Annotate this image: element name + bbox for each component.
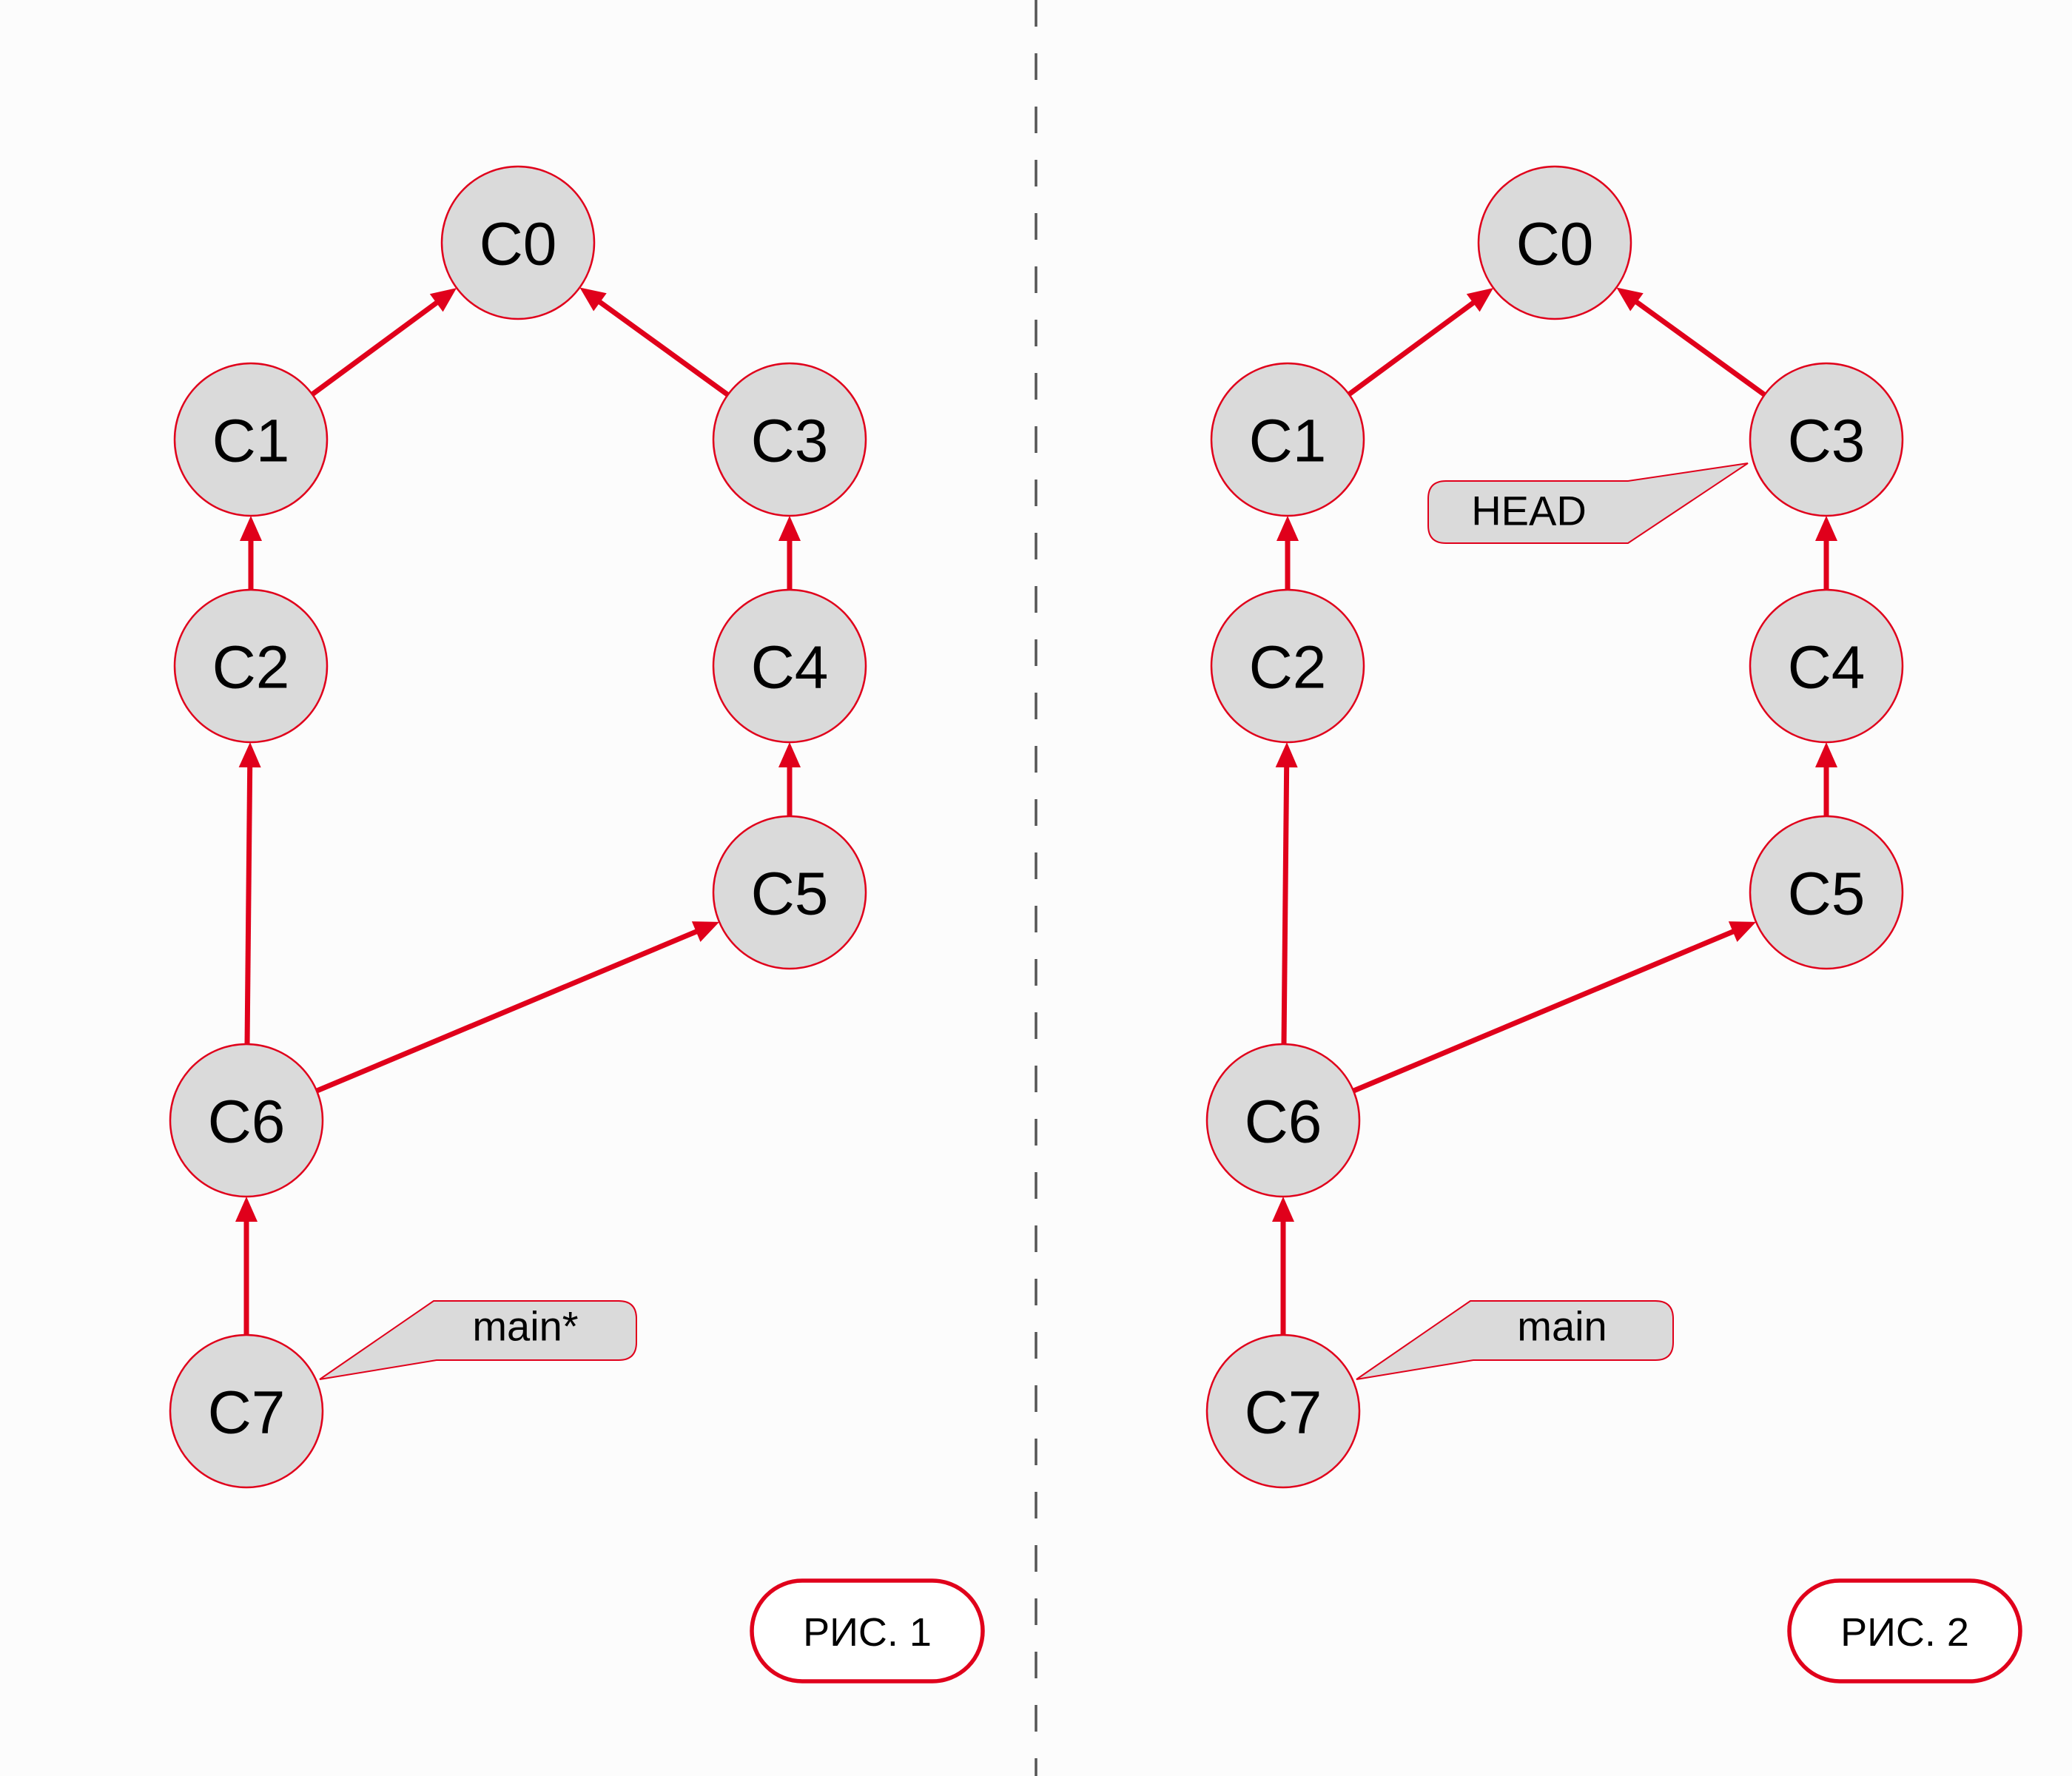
commit-label: C3 [751, 408, 829, 475]
commit-label: C0 [480, 211, 557, 278]
commit-circle [1210, 588, 1365, 744]
ref-tag-main: main* [319, 1300, 637, 1380]
commit-label: C2 [1249, 634, 1327, 702]
ref-tag-head: HEAD [1427, 462, 1749, 544]
caption-label: РИС. 2 [1840, 1610, 1969, 1655]
commit-node-c0: C0 [440, 165, 596, 320]
commit-node-c0: C0 [1477, 165, 1632, 320]
edge-c4-to-c3-arrowhead [1815, 516, 1837, 541]
commit-circle [1477, 165, 1632, 320]
commit-circle [712, 588, 867, 744]
commit-circle [712, 362, 867, 517]
commit-node-c3: C3 [712, 362, 867, 517]
edge-c4-to-c3-arrowhead [778, 516, 801, 541]
edge-c2-to-c1-arrowhead [1276, 516, 1299, 541]
edge-c1-to-c0-line [1347, 299, 1478, 397]
edge-c6-to-c5-line [315, 928, 700, 1094]
commit-label: C5 [1788, 861, 1866, 928]
commit-circle [1749, 815, 1904, 970]
commit-label: C4 [1788, 634, 1866, 702]
caption-label: РИС. 1 [803, 1610, 932, 1655]
edge-c6-to-c2-line [244, 764, 253, 1045]
commit-label: C6 [208, 1089, 286, 1156]
commit-label: C5 [751, 861, 829, 928]
commit-node-c6: C6 [1205, 1043, 1361, 1198]
commit-circle [1205, 1043, 1361, 1198]
edge-c5-to-c4-arrowhead [778, 742, 801, 767]
caption-pill [1787, 1578, 2022, 1684]
commit-node-c5: C5 [712, 815, 867, 970]
edge-c1-to-c0-arrowhead [429, 288, 457, 312]
commit-label: C7 [1245, 1379, 1322, 1447]
caption-pill [750, 1578, 985, 1684]
commit-label: C1 [1249, 408, 1327, 475]
ref-tag-callout [1356, 1300, 1674, 1380]
edge-c6-to-c5-line [1352, 928, 1737, 1094]
commit-node-c6: C6 [169, 1043, 324, 1198]
edge-c1-to-c0-arrowhead [1466, 288, 1494, 312]
edge-c6-to-c5-arrowhead [691, 921, 720, 942]
commit-label: C6 [1245, 1089, 1322, 1156]
commit-circle [169, 1043, 324, 1198]
edge-c6-to-c2-arrowhead [238, 741, 261, 768]
commit-node-c7: C7 [1205, 1333, 1361, 1489]
commit-circle [440, 165, 596, 320]
ref-tag-callout [319, 1300, 637, 1380]
commit-node-c1: C1 [1210, 362, 1365, 517]
ref-tag-label: HEAD [1471, 488, 1587, 534]
commit-node-c4: C4 [1749, 588, 1904, 744]
commit-circle [173, 588, 329, 744]
commit-circle [1749, 362, 1904, 517]
commit-circle [169, 1333, 324, 1489]
commit-node-c5: C5 [1749, 815, 1904, 970]
commit-label: C4 [751, 634, 829, 702]
edge-c3-to-c0-arrowhead [1616, 287, 1644, 312]
edge-c3-to-c0-line [596, 298, 730, 397]
ref-tag-main: main [1356, 1300, 1674, 1380]
edge-c3-to-c0-line [1632, 298, 1766, 397]
commit-label: C2 [212, 634, 290, 702]
commit-node-c7: C7 [169, 1333, 324, 1489]
commit-label: C0 [1516, 211, 1594, 278]
figure-caption: РИС. 1 [750, 1578, 985, 1684]
commit-label: C7 [208, 1379, 286, 1447]
ref-tag-label: main [1517, 1303, 1607, 1350]
edge-c2-to-c1-arrowhead [240, 516, 262, 541]
commit-label: C1 [212, 408, 290, 475]
commit-node-c3: C3 [1749, 362, 1904, 517]
edge-c6-to-c2-line [1281, 764, 1290, 1045]
figure-caption: РИС. 2 [1787, 1578, 2022, 1684]
commit-node-c1: C1 [173, 362, 329, 517]
commit-circle [712, 815, 867, 970]
edge-c1-to-c0-line [310, 299, 441, 397]
commit-node-c4: C4 [712, 588, 867, 744]
edge-c6-to-c5-arrowhead [1728, 921, 1757, 942]
edge-c3-to-c0-arrowhead [579, 287, 607, 312]
commit-circle [1205, 1333, 1361, 1489]
edge-c7-to-c6-arrowhead [1272, 1197, 1294, 1222]
commit-node-c2: C2 [1210, 588, 1365, 744]
commit-label: C3 [1788, 408, 1866, 475]
commit-circle [1749, 588, 1904, 744]
commit-circle [1210, 362, 1365, 517]
ref-tag-label: main* [472, 1303, 578, 1350]
commit-circle [173, 362, 329, 517]
commit-node-c2: C2 [173, 588, 329, 744]
ref-tag-callout [1427, 462, 1749, 544]
edge-c7-to-c6-arrowhead [235, 1197, 258, 1222]
edge-c6-to-c2-arrowhead [1275, 741, 1298, 768]
edge-c5-to-c4-arrowhead [1815, 742, 1837, 767]
